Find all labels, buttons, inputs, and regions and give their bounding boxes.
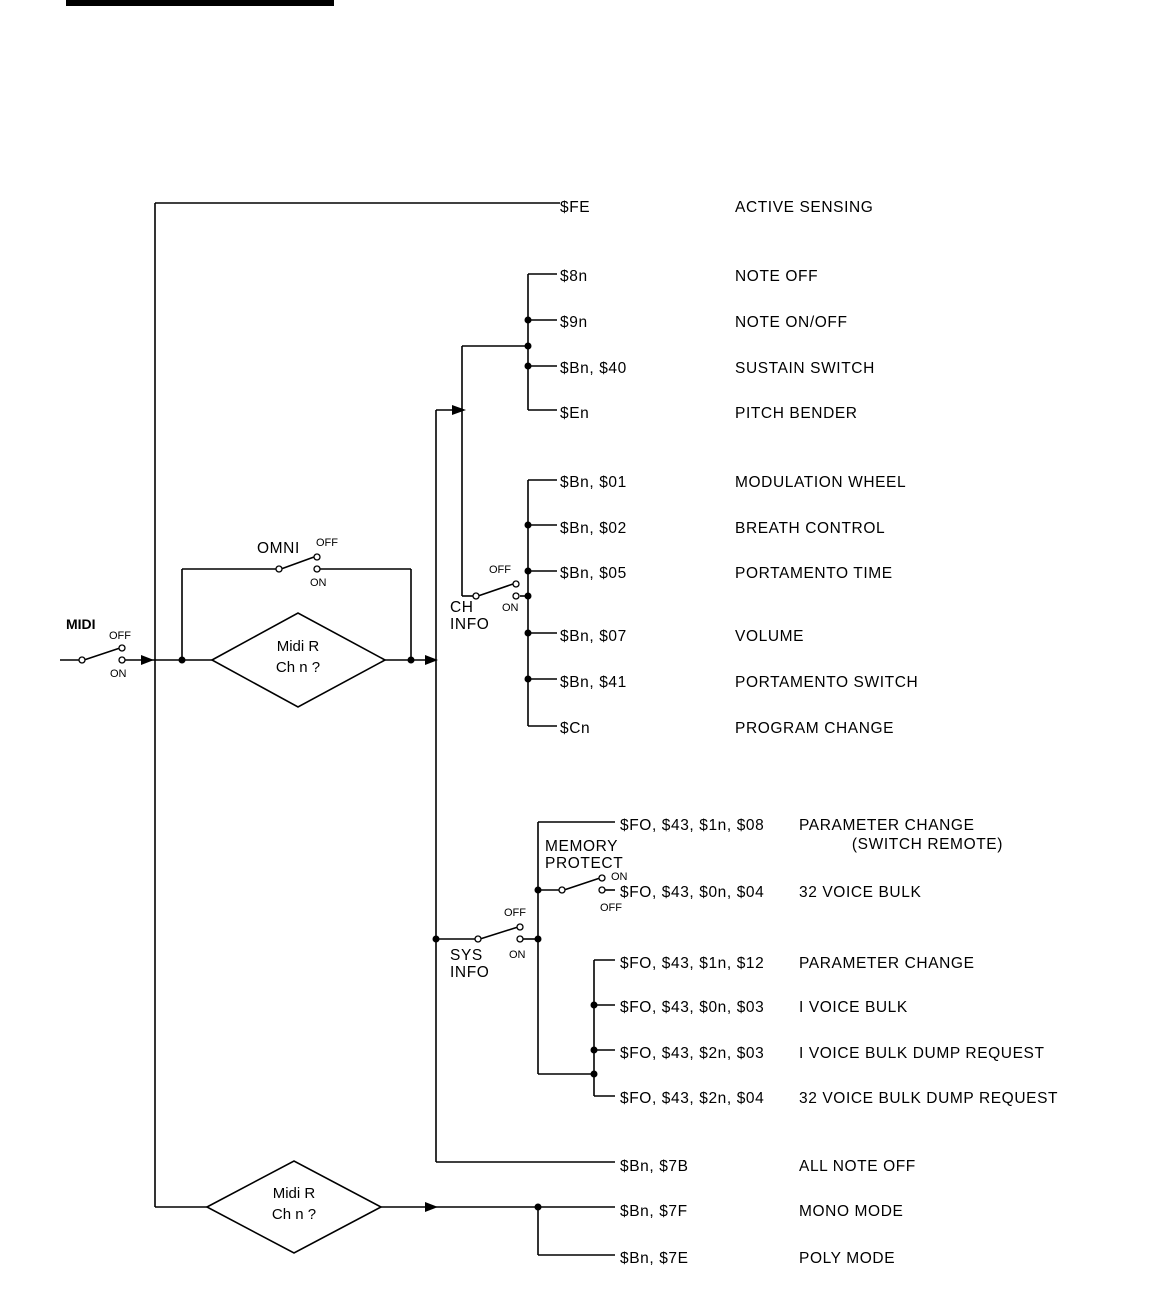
message-label-sub: (SWITCH REMOTE) [852, 836, 1003, 853]
message-code: $Bn, $02 [560, 520, 627, 537]
message-code: $FO, $43, $1n, $12 [620, 955, 764, 972]
message-label: PARAMETER CHANGE [799, 817, 975, 834]
message-code: $FO, $43, $2n, $04 [620, 1090, 764, 1107]
message-code: $Bn, $07 [560, 628, 627, 645]
decision-text-line1: Midi R [277, 638, 320, 655]
ch-on-label: ON [502, 602, 519, 614]
junction-dots [178, 316, 598, 1211]
message-code: $Bn, $01 [560, 474, 627, 491]
message-label: I VOICE BULK DUMP REQUEST [799, 1045, 1045, 1062]
memory-protect-label-line1: MEMORY [545, 838, 618, 855]
message-label: MONO MODE [799, 1203, 903, 1220]
decision-text-line1: Midi R [273, 1185, 316, 1202]
message-label: ACTIVE SENSING [735, 199, 873, 216]
omni-off-label: OFF [316, 537, 338, 549]
message-label: BREATH CONTROL [735, 520, 885, 537]
decision-text-line2: Ch n ? [276, 659, 320, 676]
message-code: $Bn, $05 [560, 565, 627, 582]
message-label: PORTAMENTO TIME [735, 565, 893, 582]
message-code: $FE [560, 199, 590, 216]
header-rule [66, 0, 334, 6]
sys-on-label: ON [509, 949, 526, 961]
decision-diamond-mode: Midi R Ch n ? [205, 1160, 383, 1254]
message-label: MODULATION WHEEL [735, 474, 906, 491]
ch-info-label-line1: CH [450, 599, 474, 616]
midi-input-label: MIDI [66, 616, 96, 632]
omni-label: OMNI [257, 540, 300, 557]
message-code: $Bn, $7B [620, 1158, 689, 1175]
switch-labels: MIDI OFF ON OMNI OFF ON OFF ON CH INFO O… [66, 537, 628, 981]
message-code: $Bn, $41 [560, 674, 627, 691]
message-code: $Bn, $7F [620, 1203, 688, 1220]
message-label: POLY MODE [799, 1250, 895, 1267]
memory-protect-label-line2: PROTECT [545, 855, 623, 872]
decision-text-line2: Ch n ? [272, 1206, 316, 1223]
sys-off-label: OFF [504, 907, 526, 919]
arrowheads [141, 405, 466, 1212]
wires [60, 202, 615, 1256]
memory-off-label: OFF [600, 902, 622, 914]
sys-info-label-line1: SYS [450, 947, 483, 964]
ch-info-label-line2: INFO [450, 616, 489, 633]
message-label: PITCH BENDER [735, 405, 858, 422]
message-code: $Cn [560, 720, 590, 737]
memory-on-label: ON [611, 871, 628, 883]
message-label: ALL NOTE OFF [799, 1158, 916, 1175]
message-code: $FO, $43, $1n, $08 [620, 817, 764, 834]
message-label: NOTE ON/OFF [735, 314, 848, 331]
midi-off-label: OFF [109, 630, 131, 642]
decision-diamond-channel: Midi R Ch n ? [210, 612, 387, 708]
message-code: $FO, $43, $0n, $03 [620, 999, 764, 1016]
message-code: $En [560, 405, 589, 422]
message-label: I VOICE BULK [799, 999, 908, 1016]
message-code: $FO, $43, $2n, $03 [620, 1045, 764, 1062]
message-code: $Bn, $40 [560, 360, 627, 377]
message-label: 32 VOICE BULK DUMP REQUEST [799, 1090, 1058, 1107]
message-code: $9n [560, 314, 588, 331]
message-label: NOTE OFF [735, 268, 818, 285]
message-label: VOLUME [735, 628, 804, 645]
message-label: PROGRAM CHANGE [735, 720, 894, 737]
message-label: PORTAMENTO SWITCH [735, 674, 918, 691]
ch-off-label: OFF [489, 564, 511, 576]
message-label: 32 VOICE BULK [799, 884, 921, 901]
message-label: PARAMETER CHANGE [799, 955, 975, 972]
message-list: $FE ACTIVE SENSING $8n NOTE OFF $9n NOTE… [560, 199, 1058, 1267]
message-code: $Bn, $7E [620, 1250, 689, 1267]
midi-on-label: ON [110, 668, 127, 680]
message-code: $8n [560, 268, 588, 285]
message-code: $FO, $43, $0n, $04 [620, 884, 764, 901]
switch-contacts [78, 553, 606, 943]
message-label: SUSTAIN SWITCH [735, 360, 875, 377]
omni-on-label: ON [310, 577, 327, 589]
sys-info-label-line2: INFO [450, 964, 489, 981]
